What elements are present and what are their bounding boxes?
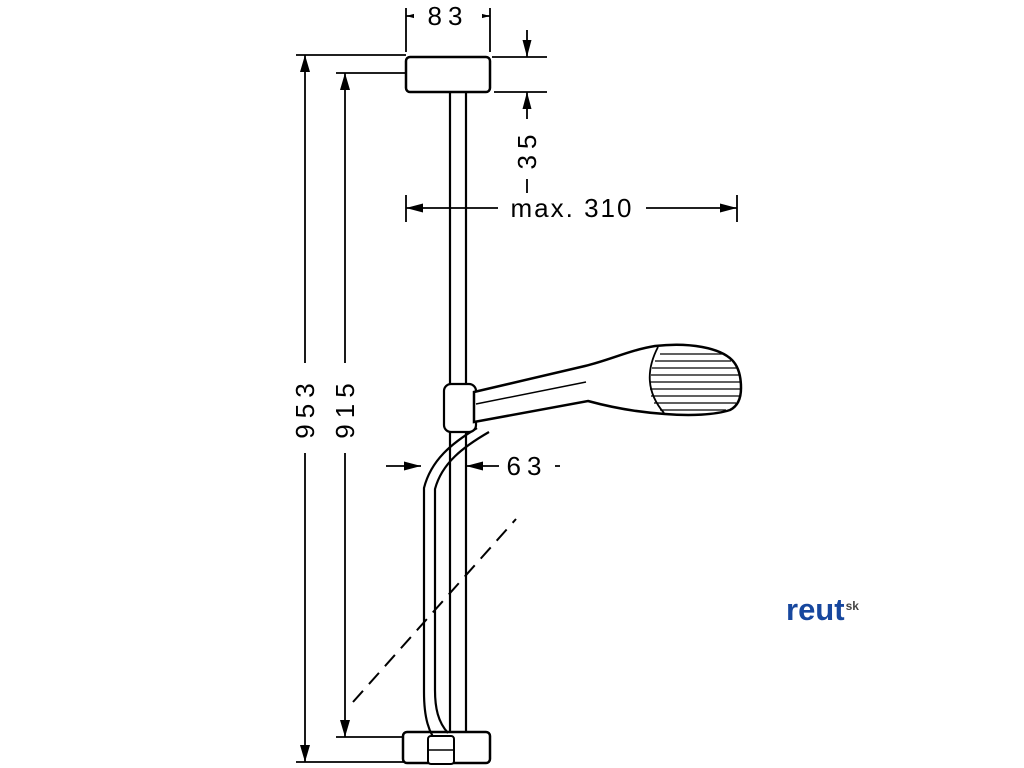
dimension-max-reach: max. 310 [405,193,738,223]
dim-35-arrowheads [522,40,532,109]
dim-83-label-bg [414,2,482,30]
dim-915-extension-lines [336,72,406,738]
spray-face-separator [648,346,665,414]
dimension-bracket-width: 83 [405,1,491,52]
dim-63-label-bg [499,452,555,480]
hose-connector [427,735,455,765]
slider-holder [442,382,478,434]
watermark-suffix-text: sk [845,599,859,613]
dim-915-label: 915 [330,377,360,438]
shower-rail-assembly [352,55,743,765]
watermark-logo: reutsk [786,594,859,625]
hand-shower-handle-line [475,381,587,405]
watermark-brand-text: reut [786,592,845,627]
dim-63-label: 63 [507,451,548,481]
dim-953-label-bg [289,363,321,453]
dim-953-label-group: 953 [289,363,321,453]
dim-35-label-bg [512,119,542,179]
dim-35-label-group: 35 [512,119,542,179]
dimension-overall-height: 953 [289,54,406,763]
hand-shower [472,343,743,424]
dim-310-label: max. 310 [511,193,634,223]
dim-310-label-bg [498,193,646,223]
dim-953-extension-lines [296,54,406,763]
shower-hose-inner-line [433,431,490,734]
dim-35-extension-lines [492,56,547,93]
dimension-hose-offset: 63 [386,451,560,481]
dim-35-label: 35 [512,129,542,170]
dim-953-label: 953 [290,377,320,438]
dim-63-arrowheads [404,461,483,471]
spray-face-hatch [650,353,741,411]
wall-bracket-top [404,55,492,94]
shower-hose-outer-line [422,427,478,747]
dimension-bar-height: 915 [329,72,406,738]
dimension-bracket-height: 35 [492,30,547,196]
dim-915-label-group: 915 [329,363,361,453]
dim-915-label-bg [329,363,361,453]
dim-83-label: 83 [428,1,469,31]
